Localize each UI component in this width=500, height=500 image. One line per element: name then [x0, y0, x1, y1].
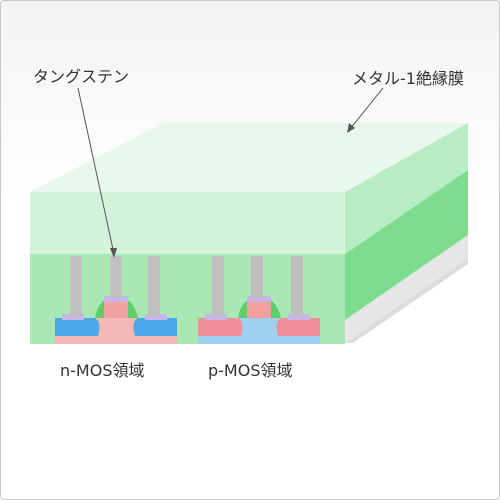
- pmos-structure: [198, 296, 320, 344]
- nmos-contact-left: [62, 314, 84, 320]
- tungsten-plug: [251, 256, 263, 298]
- pmos-diffusion-left: [198, 318, 243, 336]
- pmos-contact-right: [288, 314, 310, 320]
- pmos-gate-cap: [247, 296, 271, 302]
- tungsten-plugs: [70, 256, 303, 316]
- nmos-region-label: n-MOS領域: [60, 361, 144, 380]
- metal-insulator-label: メタル-1絶縁膜: [352, 69, 464, 88]
- tungsten-label: タングステン: [33, 67, 129, 86]
- pmos-region-label: p-MOS領域: [208, 361, 293, 380]
- tungsten-plug: [148, 256, 160, 316]
- insulator-front-upper: [30, 192, 345, 254]
- tungsten-plug: [212, 256, 224, 316]
- nmos-diffusion-left: [55, 318, 100, 336]
- tungsten-plug: [70, 256, 82, 316]
- insulator-side-lower: [345, 170, 468, 320]
- insulator-top-face: [30, 123, 468, 192]
- nmos-diffusion-right: [133, 318, 177, 336]
- insulator-side-upper: [345, 123, 468, 254]
- pmos-contact-left: [205, 314, 227, 320]
- substrate-side-face: [345, 235, 468, 343]
- pmos-diffusion-right: [276, 318, 320, 336]
- tungsten-leader-arrow: [110, 248, 117, 258]
- tungsten-plug: [110, 256, 122, 298]
- nmos-contact-right: [145, 314, 167, 320]
- insulator-leader-line: [349, 87, 384, 130]
- pmos-gate: [247, 302, 271, 318]
- tungsten-leader-line: [77, 87, 115, 255]
- nmos-structure: [55, 296, 177, 344]
- tungsten-plug: [291, 256, 303, 316]
- insulator-leader-arrow: [347, 123, 355, 133]
- nmos-gate-cap: [104, 296, 128, 302]
- nmos-gate: [104, 302, 128, 318]
